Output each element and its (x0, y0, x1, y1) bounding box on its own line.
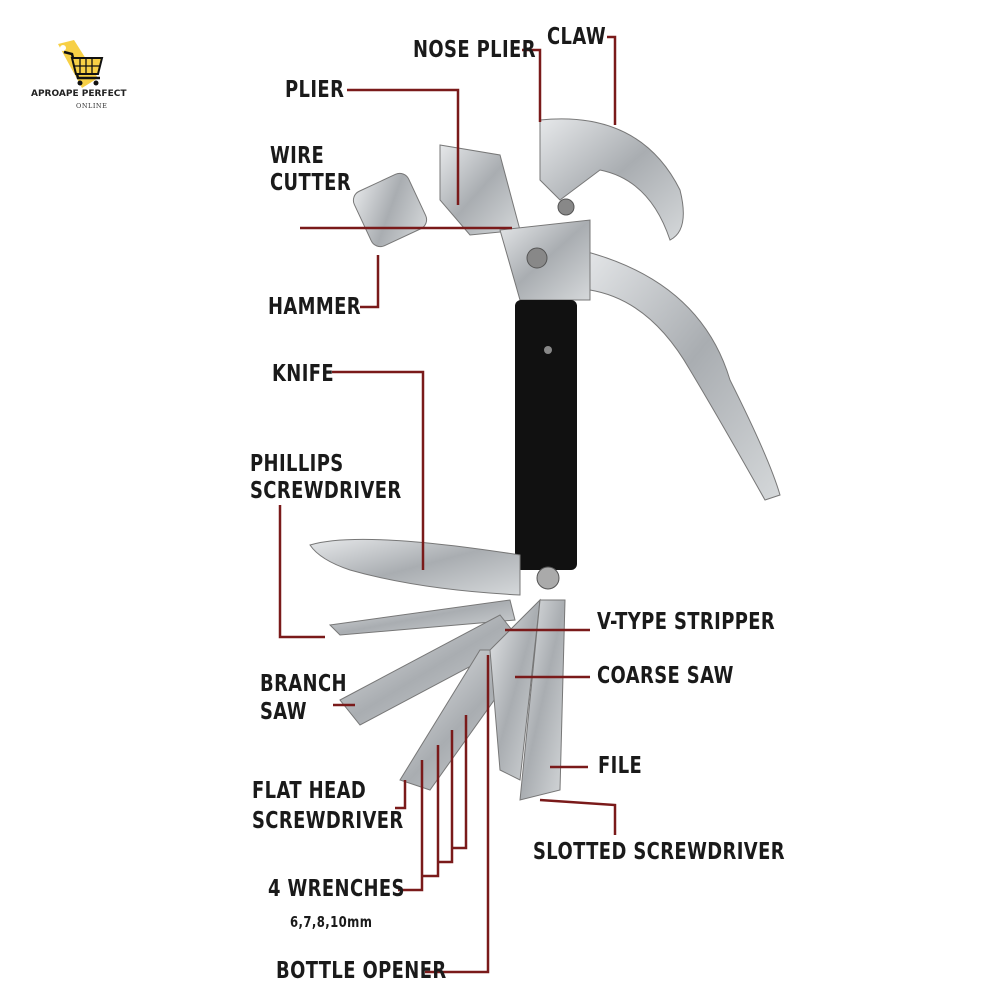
leader-hammer (360, 255, 380, 309)
label-nose-plier: NOSE PLIER (413, 37, 536, 63)
leader-phillips (278, 505, 325, 639)
label-hammer: HAMMER (268, 294, 362, 320)
logo-subtitle: ONLINE (76, 102, 108, 110)
leader-flat-head (395, 780, 407, 810)
label-wrenches: 4 WRENCHES (268, 876, 405, 902)
plier-arm (499, 198, 781, 501)
fanned-blades (309, 538, 566, 801)
label-phillips-line2: SCREWDRIVER (250, 478, 402, 504)
label-coarse-saw: COARSE SAW (597, 663, 734, 689)
label-slotted-screwdriver: SLOTTED SCREWDRIVER (533, 839, 785, 865)
leader-plier (347, 88, 460, 205)
label-phillips-line1: PHILLIPS (250, 451, 344, 477)
black-handle (515, 300, 577, 590)
label-wire-cutter-line2: CUTTER (270, 170, 352, 196)
label-flat-head-line2: SCREWDRIVER (252, 808, 404, 834)
shopping-cart-icon (58, 40, 104, 88)
label-branch-saw-line2: SAW (260, 699, 307, 725)
claw-head (539, 118, 684, 241)
label-bottle-opener: BOTTLE OPENER (276, 958, 447, 984)
leader-claw (607, 35, 617, 125)
label-knife: KNIFE (272, 361, 335, 387)
logo-name: APROAPE PERFECT (31, 89, 127, 99)
label-wire-cutter-line1: WIRE (270, 143, 325, 169)
label-file: FILE (598, 753, 643, 779)
label-flat-head-line1: FLAT HEAD (252, 778, 367, 804)
leader-knife (332, 370, 425, 570)
label-v-stripper: V-TYPE STRIPPER (597, 609, 776, 635)
label-claw: CLAW (547, 24, 607, 50)
leader-nose-plier (522, 48, 542, 122)
leader-wrenches (398, 715, 468, 892)
label-wrench-sizes: 6,7,8,10mm (290, 913, 373, 931)
leader-slotted (539, 798, 617, 835)
leader-bottle-opener (425, 655, 490, 974)
label-branch-saw-line1: BRANCH (260, 671, 347, 697)
label-plier: PLIER (285, 77, 345, 103)
